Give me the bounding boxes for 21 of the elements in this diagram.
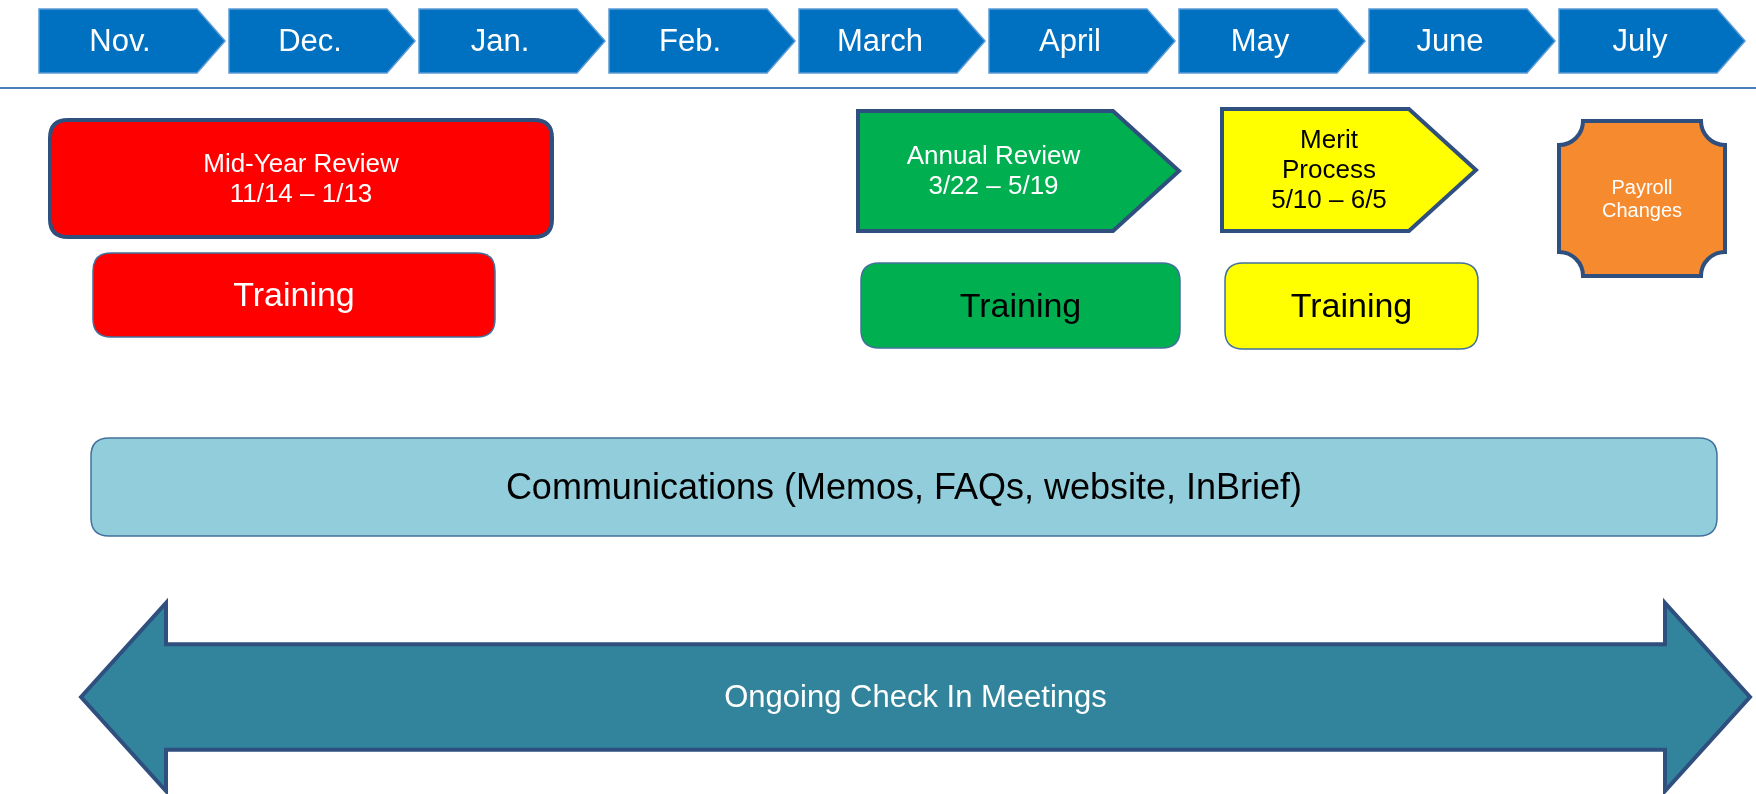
- month-label: June: [1416, 23, 1484, 59]
- month-label: March: [836, 23, 924, 59]
- training-label: Training: [959, 285, 1082, 326]
- training-label: Training: [233, 275, 355, 315]
- phase-label: Merit Process: [1281, 125, 1377, 185]
- month-label: Nov.: [89, 23, 151, 59]
- phase-label: 11/14 – 1/13: [229, 178, 373, 209]
- month-label: May: [1230, 23, 1290, 59]
- milestone-label: Payroll Changes: [1600, 175, 1684, 222]
- communications-label: Communications (Memos, FAQs, website, InBrief): [505, 466, 1303, 508]
- arrow-label: Ongoing Check In Meetings: [724, 679, 1107, 715]
- phase-label: Annual Review: [906, 141, 1081, 171]
- month-label: Feb.: [659, 23, 721, 59]
- phase-label: Mid-Year Review: [203, 148, 399, 179]
- phase-label: 3/22 – 5/19: [928, 171, 1059, 201]
- month-label: April: [1039, 23, 1101, 59]
- training-label: Training: [1290, 286, 1413, 326]
- month-label: Jan.: [470, 23, 530, 59]
- phase-label: 5/10 – 6/5: [1271, 184, 1387, 215]
- month-label: July: [1612, 23, 1668, 59]
- month-label: Dec.: [278, 23, 342, 59]
